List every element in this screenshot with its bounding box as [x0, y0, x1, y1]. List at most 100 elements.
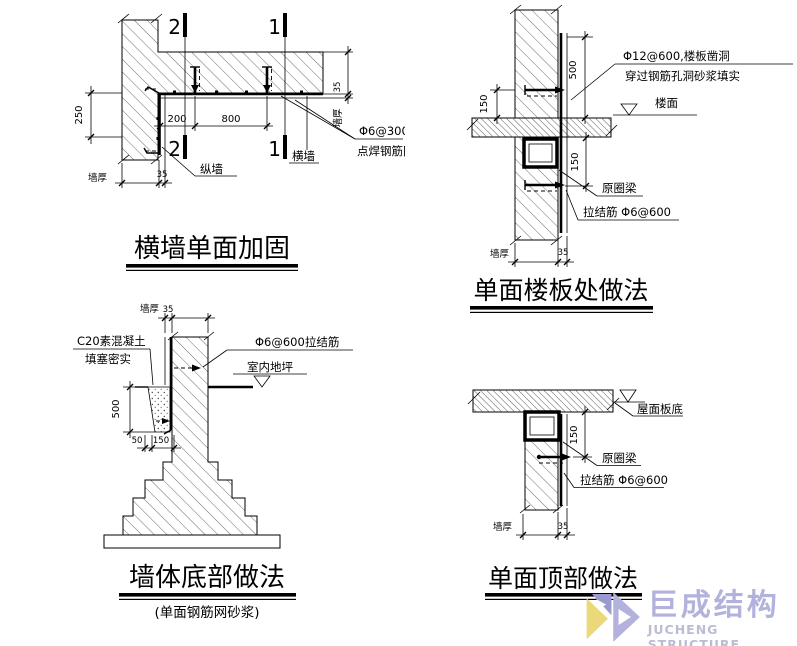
panel-floor-slab-drawing: 150 500 150 楼面 Φ12@600,楼板凿洞 穿过钢筋孔洞砂浆填实 原…	[466, 4, 793, 313]
ring-beam-text: 原圈梁	[602, 181, 637, 195]
subtitle-wall-bottom: (单面钢筋网砂浆)	[154, 604, 259, 621]
dim-150-upper: 150	[479, 94, 490, 113]
dimension-wall-thickness-right: 35 墙厚	[323, 46, 353, 128]
dimension-wall-thickness-top: 35 墙厚	[140, 303, 215, 333]
wall-thickness-label-right: 墙厚	[332, 108, 344, 128]
concrete-note-line1: C20素混凝土	[77, 334, 146, 348]
dim-250: 250	[74, 105, 85, 124]
wall-thickness-label-bottom: 墙厚	[88, 172, 108, 184]
jucheng-logo: 巨成结构 JUCHENG STRUCTURE	[584, 589, 797, 646]
wall-thickness-label: 墙厚	[140, 303, 160, 315]
dimension-250: 250	[74, 86, 122, 144]
label-ring-beam: 原圈梁	[562, 441, 641, 466]
title-cross-wall: 横墙单面加固	[134, 234, 290, 264]
wall-thickness-label: 墙厚	[490, 248, 510, 260]
level-indoor-floor: 室内地坪	[208, 360, 307, 389]
label-transverse-wall: 横墙	[289, 96, 319, 164]
dim-35-bottom: 35	[157, 170, 168, 180]
dim-35-right: 35	[333, 82, 343, 93]
dimension-wall-thickness: 35 墙厚	[490, 236, 574, 267]
wall-and-stepped-footing-hatch	[103, 331, 281, 549]
longitudinal-wall-text: 纵墙	[200, 162, 223, 176]
title-floor-slab: 单面楼板处做法	[473, 276, 648, 305]
panel-title: 单面顶部做法	[485, 564, 642, 600]
panel-wall-bottom-drawing: 35 墙厚 500 50 150 C20素混凝土 填塞密实 Φ6@600拉结筋 …	[73, 303, 353, 621]
logo-name-en: JUCHENG STRUCTURE	[647, 622, 741, 646]
section-2-top: 2	[168, 15, 181, 39]
panel-title: 横墙单面加固	[126, 234, 298, 271]
tie-bar-text: Φ6@600拉结筋	[255, 335, 339, 349]
wall-thickness-label: 墙厚	[493, 521, 513, 533]
title-wall-top: 单面顶部做法	[488, 564, 638, 593]
concrete-fill-trench	[135, 386, 171, 433]
dim-500: 500	[111, 399, 122, 418]
dim-50: 50	[132, 436, 143, 446]
label-slab-hole-note: Φ12@600,楼板凿洞 穿过钢筋孔洞砂浆填实	[570, 49, 793, 101]
level-roof-slab-bottom: 屋面板底	[613, 389, 683, 417]
dimension-wall-thickness: 35 墙厚	[493, 508, 575, 540]
steel-mesh	[156, 337, 173, 435]
dimension-500: 500	[567, 31, 593, 124]
roof-slab-bottom-text: 屋面板底	[637, 402, 683, 416]
panel-cross-wall-drawing: 2 1 2 1 250	[74, 13, 405, 271]
dimension-50-150: 50 150	[132, 435, 181, 452]
ring-beam	[522, 137, 559, 169]
floor-slab-hatch	[466, 117, 618, 138]
dimension-wall-thickness-bottom: 35 墙厚	[88, 160, 172, 188]
label-tie-bar: 拉结筋 Φ6@600	[563, 472, 668, 488]
mesh-note-line2: 点焊钢筋网	[357, 144, 405, 158]
ring-beam	[523, 410, 561, 442]
concrete-note-line2: 填塞密实	[85, 352, 131, 366]
dim-500: 500	[568, 60, 579, 79]
logo-text-block: 巨成结构 JUCHENG STRUCTURE	[648, 589, 797, 646]
dim-150: 150	[153, 436, 169, 446]
jucheng-logo-mark	[586, 592, 640, 642]
transverse-wall-text: 横墙	[292, 149, 315, 163]
dimension-500: 500	[111, 381, 155, 438]
dim-35: 35	[558, 248, 569, 258]
steel-mesh	[559, 414, 568, 506]
section-1-bottom: 1	[268, 137, 281, 161]
hole-note-line1: Φ12@600,楼板凿洞	[623, 49, 730, 63]
panel-title: 墙体底部做法 (单面钢筋网砂浆)	[119, 563, 296, 621]
panel-title: 单面楼板处做法	[470, 276, 653, 313]
wall-section-hatch	[519, 439, 564, 514]
dim-35: 35	[558, 522, 569, 532]
tie-bar	[174, 364, 201, 372]
indoor-floor-text: 室内地坪	[247, 360, 293, 374]
logo-triangle-yellow	[586, 598, 608, 640]
tie-bar	[536, 453, 571, 464]
label-welded-mesh: Φ6@300 点焊钢筋网	[280, 95, 405, 158]
label-concrete-note: C20素混凝土 填塞密实	[73, 334, 154, 386]
footing-slab	[103, 534, 281, 549]
dimension-200-800: 200 800	[154, 96, 273, 131]
label-ring-beam: 原圈梁	[558, 169, 643, 197]
logo-cutout-large	[618, 609, 631, 625]
dim-150-lower: 150	[570, 152, 581, 171]
section-2-bottom: 2	[168, 137, 181, 161]
section-1-top: 1	[268, 15, 281, 39]
tie-bars	[524, 85, 565, 192]
steel-mesh	[559, 33, 568, 233]
logo-cutout-small	[596, 599, 607, 610]
dowel-bars	[190, 66, 272, 93]
roof-slab-hatch	[467, 389, 620, 413]
ring-beam-text: 原圈梁	[602, 451, 637, 465]
steel-mesh	[143, 86, 323, 160]
dim-35: 35	[163, 305, 174, 315]
dim-150: 150	[569, 425, 580, 444]
dimension-150-upper: 150	[472, 84, 515, 124]
dim-800: 800	[221, 114, 240, 125]
panel-wall-top-drawing: 150 屋面板底 原圈梁 拉结筋 Φ6@600 35 墙厚 单面顶部做法	[467, 389, 683, 600]
label-longitudinal-wall: 纵墙	[161, 146, 237, 177]
tie-bar-text: 拉结筋 Φ6@600	[580, 473, 668, 487]
label-tie-bar: Φ6@600拉结筋	[202, 335, 353, 368]
title-wall-bottom: 墙体底部做法	[129, 563, 285, 593]
level-floor: 楼面	[613, 96, 697, 116]
dim-200: 200	[167, 114, 186, 125]
section-cut-lines	[184, 35, 286, 137]
tie-bar-text: 拉结筋 Φ6@600	[583, 205, 671, 219]
dimension-150-lower: 150	[565, 132, 593, 192]
label-tie-bar: 拉结筋 Φ6@600	[565, 189, 679, 221]
